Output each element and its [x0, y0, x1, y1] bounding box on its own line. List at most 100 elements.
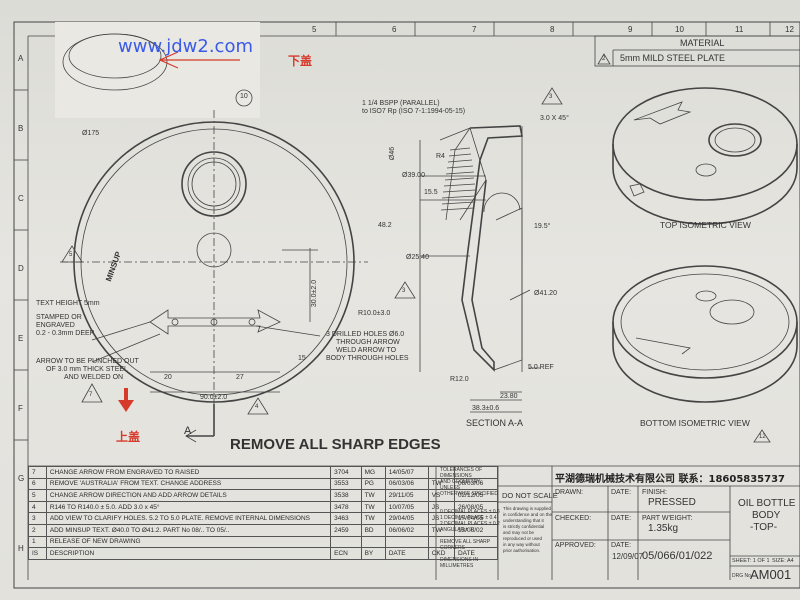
dim-30: 30.0±2.0 [311, 279, 319, 308]
dim-27: 27 [236, 374, 244, 381]
dim-20: 20 [164, 374, 172, 381]
inset-lid-rim [68, 33, 162, 79]
bottom-iso-label: BOTTOM ISOMETRIC VIEW [640, 418, 750, 428]
tag-5: 5 [69, 252, 73, 258]
copyright-line: This drawing is supplied [503, 506, 552, 511]
revision-cell-num: 5 [28, 489, 47, 502]
material-label: MATERIAL [680, 38, 725, 48]
revision-cell-ecn: 3463 [330, 512, 362, 525]
revision-cell-num: 1 [28, 535, 47, 549]
revision-cell-date: 29/04/05 [384, 512, 429, 525]
revision-cell-chk [427, 535, 455, 549]
chamfer: 3.0 X 45° [540, 115, 569, 122]
revision-cell-by: TW [360, 512, 386, 525]
zone-ticks [14, 22, 771, 441]
tol-p3: ANGULAR ± 1° [440, 527, 475, 533]
tolerance-block: TOLERANCES OF DIMENSIONS AND GEOMETRY UN… [440, 467, 500, 569]
zone-f: F [18, 404, 23, 413]
bspp-note-1: 1 1/4 BSPP (PARALLEL) [362, 100, 440, 107]
material-tag: 2 [602, 56, 606, 62]
title-block-frame [28, 465, 800, 580]
zone-b: B [18, 124, 24, 133]
dim-15-5: 15.5 [424, 189, 438, 196]
weight-value: 1.35kg [648, 523, 679, 534]
tag-3b: 3 [549, 94, 553, 100]
revision-cell-date [384, 535, 429, 549]
dim-d41-2: Ø41.20 [534, 290, 557, 297]
drawing-number: AM001 [750, 567, 792, 582]
tol-mm-2: MILLIMETRES [440, 563, 474, 569]
revision-cell-date: 14/05/07 [384, 466, 429, 479]
zone-8: 8 [550, 25, 555, 34]
revision-cell-num: 6 [28, 477, 47, 491]
revision-cell-chk: CKD [427, 547, 455, 560]
material-box [594, 35, 800, 67]
arrow-note-3: AND WELDED ON [64, 374, 124, 381]
revision-cell-ecn [330, 535, 362, 549]
copyright-line: and may not be [503, 530, 535, 535]
revision-cell-by: TW [360, 500, 386, 514]
tag-7: 7 [89, 392, 93, 398]
revision-cell-by: BY [360, 547, 386, 560]
revision-cell-num: IS [28, 547, 47, 560]
lower-cover-label: 下盖 [288, 54, 313, 68]
revision-cell-date: 10/07/05 [384, 500, 429, 514]
revision-cell-desc: RELEASE OF NEW DRAWING [45, 535, 332, 549]
dim-90: 90.0±2.0 [200, 394, 228, 401]
dim-r12: R12.0 [450, 376, 469, 383]
holes-note-3: WELD ARROW TO [336, 347, 397, 354]
company-contact: 平湖德瑞机械技术有限公司 联系：18605835737 [555, 474, 786, 485]
copyright-line: is strictly confidential [503, 524, 545, 529]
dim-23-8: 23.80 [500, 393, 518, 400]
top-iso-label: TOP ISOMETRIC VIEW [660, 220, 751, 230]
drawing-no-label: DRG No. [732, 573, 753, 579]
outer-border [13, 21, 800, 589]
tol-line-5: OTHERWISE SPECIFIED [440, 491, 498, 497]
weight-label: PART W'EIGHT: [642, 515, 693, 522]
balloon-10-label: 10 [240, 93, 248, 100]
tol-mm-1: DIMENSIONS IN [440, 557, 479, 563]
revision-cell-num: 4 [28, 500, 47, 514]
tol-sharp-1: REMOVE ALL SHARP [440, 539, 491, 545]
arrow-note-2: OF 3.0 mm THICK STEEL [46, 366, 128, 373]
balloon-10 [235, 89, 253, 107]
revision-cell-desc: REMOVE 'AUSTRALIA' FROM TEXT. CHANGE ADD… [45, 477, 332, 491]
zone-12: 12 [785, 25, 794, 34]
copyright-line: in confidence and on the [503, 512, 553, 517]
text-height-note: TEXT HEIGHT 5mm [36, 300, 100, 307]
revision-cell-date2 [453, 535, 499, 549]
zone-d: D [18, 264, 24, 273]
bottom-iso-view [612, 265, 798, 403]
tol-p1: 1 DECIMAL PLACE ± 0.4 [440, 515, 497, 521]
dim-15: 15 [298, 355, 306, 362]
zone-10: 10 [675, 25, 684, 34]
tol-line-1: TOLERANCES OF [440, 467, 483, 473]
tag-triangle-5 [61, 245, 83, 263]
revision-cell-chk: JS [427, 512, 455, 525]
dim-48-2: 48.2 [378, 222, 392, 229]
tag-triangle-3a [394, 281, 416, 299]
tag-12: 12 [759, 434, 766, 440]
drawn-label: DRAWN: [555, 489, 584, 496]
remove-sharp-edges: REMOVE ALL SHARP EDGES [230, 436, 441, 453]
revision-cell-date: 06/03/06 [384, 477, 429, 491]
zone-11: 11 [735, 25, 744, 34]
copyright-line: understanding that it [503, 518, 544, 523]
dim-r10: R10.0±3.0 [358, 310, 391, 317]
dim-d46: Ø46 [389, 146, 397, 161]
material-tag-triangle [597, 53, 611, 65]
tag-triangle-3b [541, 87, 563, 105]
copyright-line: in any way without [503, 542, 540, 547]
revision-cell-desc: DESCRIPTION [45, 547, 332, 560]
zone-c: C [18, 194, 24, 203]
dim-d39: Ø39.00 [402, 172, 425, 179]
revision-cell-date: DATE [384, 547, 429, 560]
tol-sharp-2: CORNERS [440, 545, 466, 551]
